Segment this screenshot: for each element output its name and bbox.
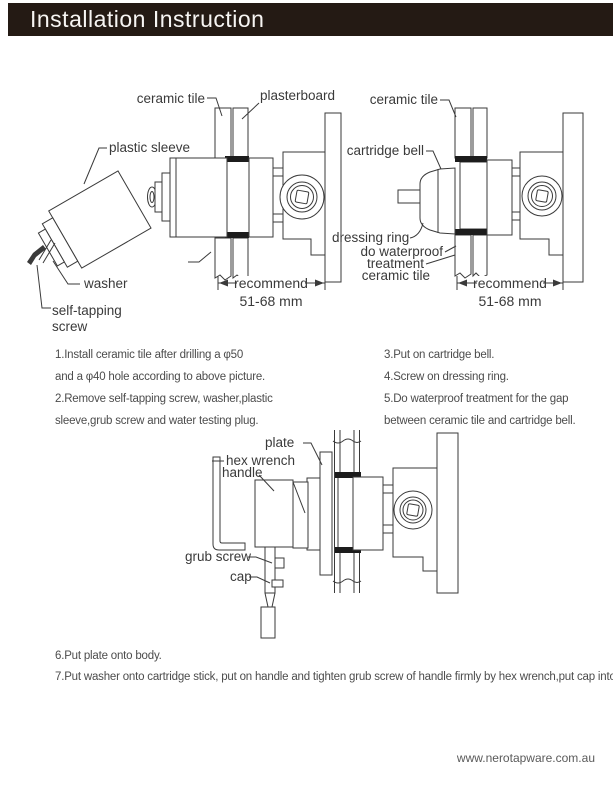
grub-screw-part: [274, 557, 285, 569]
seal-bottom: [335, 547, 361, 553]
hex-wrench-label: hex wrench: [226, 453, 295, 468]
plasterboard-label: plasterboard: [260, 88, 335, 103]
steps-3-5: 3.Put on cartridge bell. 4.Screw on dres…: [384, 344, 576, 432]
self-tapping-label-line1: self-tapping: [52, 303, 122, 318]
dimension-value: 51-68 mm: [239, 293, 302, 309]
step-line: and a φ40 hole according to above pictur…: [55, 371, 266, 383]
recommend-label: recommend: [234, 275, 308, 291]
handle-lever: [264, 546, 276, 594]
dimension-value: 51-68 mm: [478, 293, 541, 309]
step-line: 3.Put on cartridge bell.: [384, 349, 495, 361]
step-line: 7.Put washer onto cartridge stick, put o…: [55, 671, 613, 683]
steps-6-7: 6.Put plate onto body. 7.Put washer onto…: [55, 646, 613, 688]
cap-part: [271, 579, 284, 588]
waterproof-label-line2: treatment: [367, 256, 424, 271]
washer-part: [38, 239, 52, 261]
wall-section: [454, 107, 584, 283]
dimension-51-68: recommend 51-68 mm: [217, 275, 326, 309]
handle-part: [254, 479, 294, 548]
step-line: 6.Put plate onto body.: [55, 650, 162, 662]
step-line: sleeve,grub screw and water testing plug…: [55, 415, 259, 427]
seal-top: [335, 472, 361, 478]
knurled-tip: [260, 606, 276, 639]
plate-label: plate: [265, 435, 294, 450]
header-bar: Installation Instruction: [8, 3, 613, 36]
rear-wall: [436, 432, 459, 594]
self-tapping-screw-part: [27, 245, 46, 265]
leader-lines: [212, 442, 323, 584]
valve-cylinder: [169, 157, 228, 238]
diagram-2-cartridge-bell: recommend 51-68 mm ceramic tile cartridg…: [332, 92, 584, 309]
cartridge-stick: [397, 189, 421, 204]
handle-label: handle: [222, 465, 263, 480]
waterproof-label-line1: do waterproof: [360, 244, 443, 259]
seal-top: [455, 156, 487, 162]
leader-lines: [36, 97, 260, 309]
diagram-1-exploded-valve: recommend 51-68 mm ceramic tile plasterb…: [27, 88, 342, 334]
plastic-sleeve-assembly: [27, 170, 152, 269]
hex-wrench-part: [212, 456, 246, 551]
rear-wall: [562, 112, 584, 283]
dressing-ring-label: dressing ring: [332, 230, 409, 245]
cartridge-bell-label: cartridge bell: [347, 143, 424, 158]
washer-label: washer: [83, 276, 128, 291]
threaded-section: [225, 157, 250, 237]
threaded-section: [459, 161, 488, 230]
step-line: between ceramic tile and cartridge bell.: [384, 415, 576, 427]
self-tapping-label-line2: screw: [52, 319, 88, 334]
plate-part: [319, 451, 333, 576]
plastic-sleeve-label: plastic sleeve: [109, 140, 190, 155]
valve-body: [397, 151, 564, 256]
wall-section: [214, 107, 342, 283]
page-title: Installation Instruction: [30, 6, 265, 32]
leader-lines: [409, 99, 457, 265]
step-line: 2.Remove self-tapping screw, washer,plas…: [55, 393, 273, 405]
grub-screw-label: grub screw: [185, 549, 251, 564]
step-line: 4.Screw on dressing ring.: [384, 371, 509, 383]
waterproof-label-line3: ceramic tile: [362, 268, 430, 283]
website-url: www.nerotapware.com.au: [456, 751, 595, 765]
handle-assembly: [254, 477, 321, 639]
ceramic-tile-label: ceramic tile: [137, 91, 205, 106]
seal-top: [225, 156, 249, 162]
seal-bottom: [225, 232, 249, 238]
steps-1-2: 1.Install ceramic tile after drilling a …: [55, 344, 273, 432]
ceramic-tile-label: ceramic tile: [370, 92, 438, 107]
step-line: 5.Do waterproof treatment for the gap: [384, 393, 569, 405]
seal-bottom: [455, 229, 487, 235]
recommend-label: recommend: [473, 275, 547, 291]
diagram-3-handle-assembly: plate hex wrench handle grub screw cap: [185, 430, 459, 639]
step-line: 1.Install ceramic tile after drilling a …: [55, 349, 244, 361]
threaded-section: [337, 474, 355, 551]
dimension-51-68: recommend 51-68 mm: [456, 275, 564, 309]
cap-label: cap: [230, 569, 252, 584]
valve-body: [335, 467, 438, 572]
valve-body: [147, 151, 326, 256]
